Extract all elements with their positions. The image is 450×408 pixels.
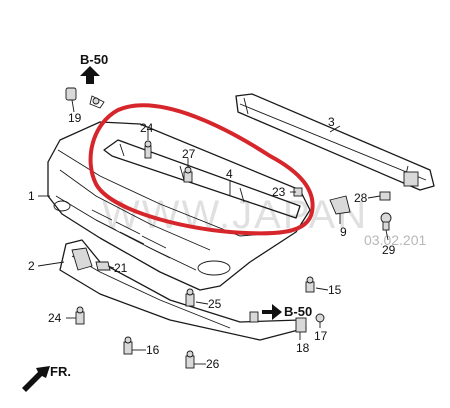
part-4-upper-bracket[interactable] — [103, 139, 301, 219]
ref-b50-mid-label: B-50 — [284, 304, 312, 319]
fastener-28[interactable] — [379, 191, 391, 201]
ref-b50-top-label: B-50 — [80, 52, 108, 67]
fastener-19[interactable] — [65, 87, 105, 109]
callout-18: 18 — [296, 341, 310, 355]
callout-16: 16 — [146, 343, 160, 357]
arrow-up-icon — [80, 66, 100, 84]
callout-19: 19 — [68, 111, 82, 125]
callout-27: 27 — [182, 147, 196, 161]
fastener-29[interactable] — [380, 212, 392, 231]
front-arrow-icon — [22, 366, 50, 392]
callout-15: 15 — [328, 283, 342, 297]
callout-21: 21 — [114, 261, 128, 275]
fastener-15[interactable] — [305, 276, 315, 293]
callout-24-bottom: 24 — [48, 311, 62, 325]
clip-21[interactable] — [95, 261, 111, 271]
callout-3: 3 — [328, 115, 335, 129]
callout-9: 9 — [340, 225, 347, 239]
part-3-reinforcement-beam[interactable] — [235, 93, 435, 191]
callout-1: 1 — [28, 189, 35, 203]
fastener-25[interactable] — [185, 288, 195, 307]
callout-17: 17 — [314, 329, 328, 343]
callout-28: 28 — [354, 191, 368, 205]
callout-25: 25 — [208, 297, 222, 311]
callout-29: 29 — [382, 243, 396, 257]
front-direction-label: FR. — [50, 364, 71, 379]
clip-18[interactable] — [295, 317, 307, 333]
fastener-26[interactable] — [185, 350, 195, 369]
callout-4: 4 — [226, 167, 233, 181]
fastener-16[interactable] — [123, 336, 133, 355]
part-2-lower-spoiler[interactable] — [59, 239, 307, 341]
fastener-24-top[interactable] — [144, 140, 152, 159]
fastener-17[interactable] — [315, 313, 325, 323]
callout-24-top: 24 — [140, 121, 154, 135]
callout-23: 23 — [272, 185, 286, 199]
highlight-outline — [88, 103, 315, 236]
watermark-date: 03.02.201 — [364, 232, 426, 248]
fastener-b50-mid[interactable] — [249, 311, 259, 323]
leader-lines — [37, 99, 389, 365]
callout-26: 26 — [206, 357, 220, 371]
clip-9[interactable] — [329, 195, 351, 215]
fastener-27[interactable] — [183, 166, 193, 183]
fastener-24-bottom[interactable] — [75, 306, 85, 325]
callout-2: 2 — [28, 259, 35, 273]
arrow-right-icon — [262, 304, 282, 320]
